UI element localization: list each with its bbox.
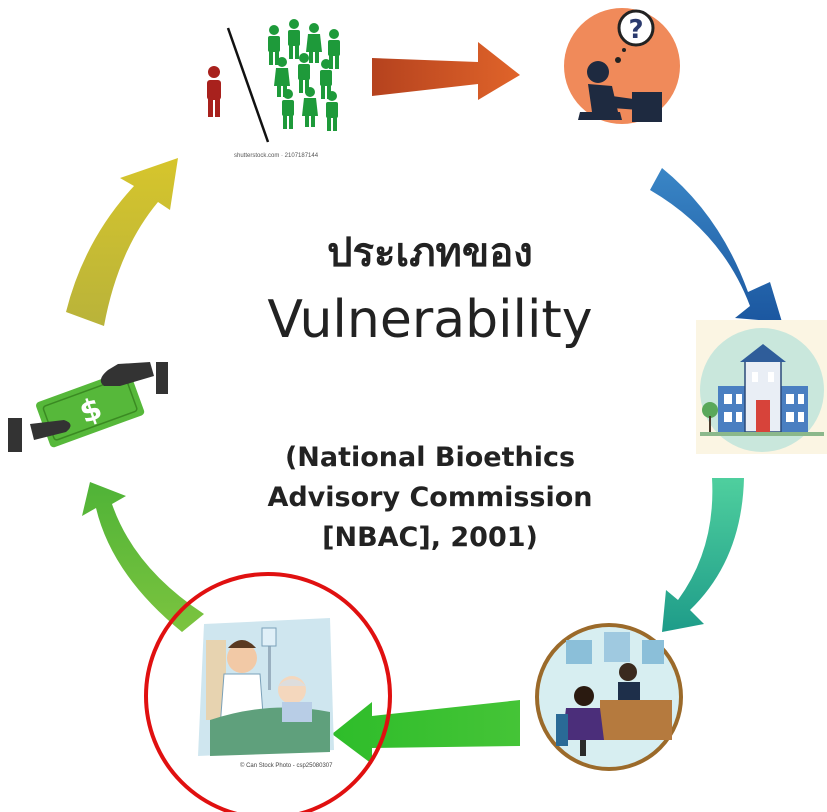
patient-image-caption: © Can Stock Photo - csp25080307 <box>240 762 333 769</box>
title-vulnerability: Vulnerability <box>267 290 593 350</box>
arrow-5-patient-to-money <box>82 482 204 632</box>
crowd-image-caption: shutterstock.com · 2107187144 <box>234 153 319 159</box>
thinking-person-question-icon: ? <box>564 8 680 124</box>
arrow-6-money-to-crowd <box>66 158 178 326</box>
arrow-4-office-to-patient <box>332 700 520 764</box>
arrow-1-crowd-to-thinker <box>372 42 520 100</box>
citation-line-2: Advisory Commission <box>267 482 593 513</box>
arrow-2-thinker-to-building <box>650 168 782 322</box>
crowd-minority-icon: shutterstock.com · 2107187144 <box>207 19 340 159</box>
citation-line-1: (National Bioethics <box>284 442 576 473</box>
doctor-patient-icon: © Can Stock Photo - csp25080307 <box>198 618 334 769</box>
citation-line-3: [NBAC], 2001) <box>322 522 538 553</box>
money-exchange-icon: $ <box>8 362 168 452</box>
svg-text:?: ? <box>628 15 643 45</box>
title-thai: ประเภทของ <box>327 230 533 276</box>
highlight-ring <box>144 572 392 812</box>
institution-building-icon <box>696 320 827 454</box>
office-meeting-icon <box>535 623 683 771</box>
arrow-3-building-to-office <box>662 478 744 632</box>
citation: (National Bioethics Advisory Commission … <box>230 438 630 558</box>
